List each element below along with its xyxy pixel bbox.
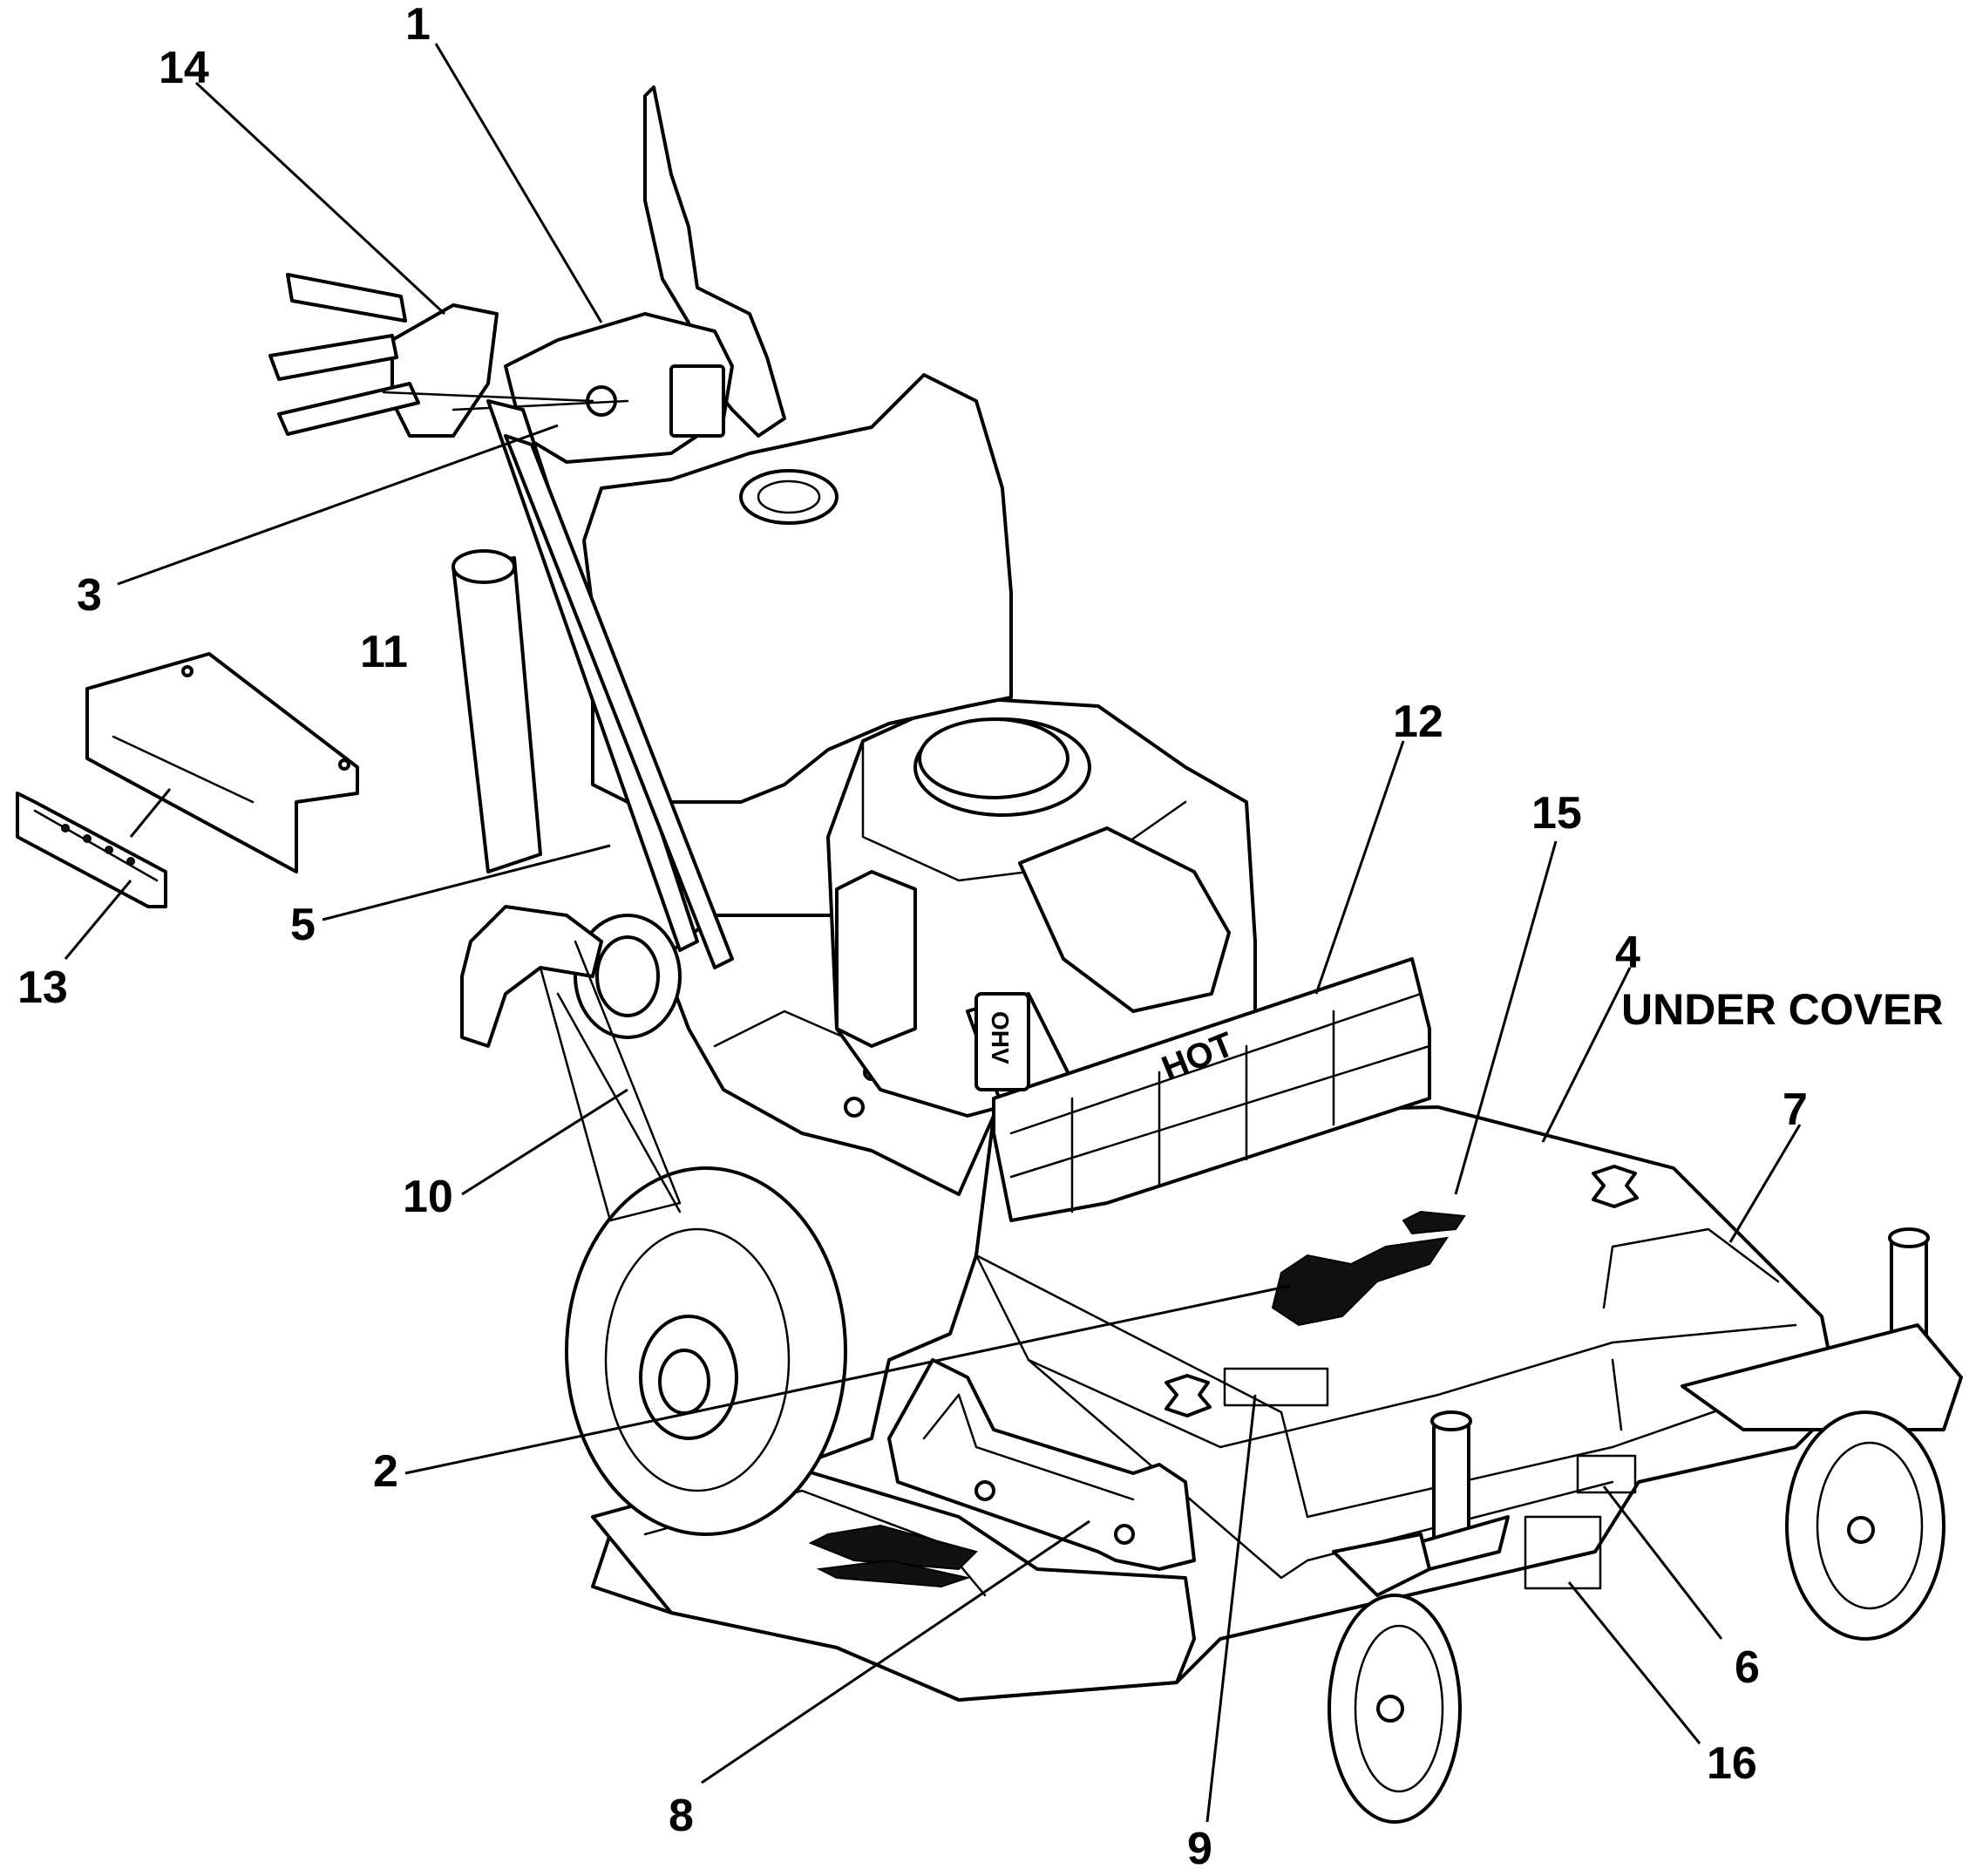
leader-2: [404, 1284, 1291, 1475]
callout-13: 13: [17, 962, 68, 1013]
leader-6: [1602, 1485, 1723, 1640]
leader-10: [461, 1088, 628, 1196]
callout-16: 16: [1707, 1738, 1757, 1789]
ohv-decal: OHV: [974, 992, 1030, 1091]
leader-16: [1567, 1581, 1701, 1744]
belt-pulley: [460, 905, 682, 1222]
callout-6: 6: [1735, 1642, 1760, 1693]
handle-assembly: [268, 85, 786, 464]
leader-lines: [64, 43, 1802, 1823]
leader-1: [434, 43, 603, 323]
fuel-tank: [582, 373, 1013, 804]
callout-10: 10: [403, 1172, 453, 1222]
muffler-guard: HOT: [992, 957, 1431, 1222]
callout-2: 2: [373, 1446, 398, 1497]
callout-9: 9: [1187, 1824, 1212, 1874]
callout-7: 7: [1782, 1084, 1808, 1135]
callout-15: 15: [1531, 788, 1582, 839]
leader-9: [1205, 1394, 1257, 1823]
leader-3: [117, 424, 559, 586]
callout-1: 1: [405, 0, 431, 50]
caster-wheel-right: [1681, 1227, 1963, 1641]
handle-tubes: [452, 399, 734, 969]
exploded-decal-strip: [16, 792, 167, 908]
under-cover-note: UNDER COVER: [1621, 985, 1943, 1034]
leader-8: [701, 1519, 1090, 1784]
ohv-decal-text: OHV: [987, 1011, 1014, 1064]
drive-wheel: [565, 1166, 847, 1536]
leader-11: [129, 788, 172, 838]
callout-14: 14: [159, 43, 209, 93]
mower-illustration: HOT OHV: [16, 85, 1963, 1824]
leader-14: [194, 81, 446, 316]
callout-12: 12: [1393, 697, 1443, 747]
callout-11: 11: [360, 627, 408, 677]
callout-5: 5: [290, 900, 316, 950]
leader-5: [322, 844, 611, 921]
callout-labels: 1 2 3 4 5 6 7 8 9 10 11 12 13 14 15 16 U…: [17, 0, 1943, 1874]
leader-7: [1728, 1124, 1802, 1243]
callout-8: 8: [669, 1791, 694, 1841]
leader-4: [1541, 967, 1632, 1143]
deck-logo: [1271, 1210, 1466, 1327]
callout-4: 4: [1615, 928, 1640, 978]
caster-wheel-left: [1328, 1410, 1510, 1824]
leader-13: [64, 880, 132, 960]
deck-bracket: [887, 1358, 1196, 1571]
leader-12: [1314, 740, 1405, 995]
leader-15: [1454, 840, 1558, 1195]
exploded-cover: [85, 652, 359, 873]
callout-3: 3: [77, 570, 102, 621]
